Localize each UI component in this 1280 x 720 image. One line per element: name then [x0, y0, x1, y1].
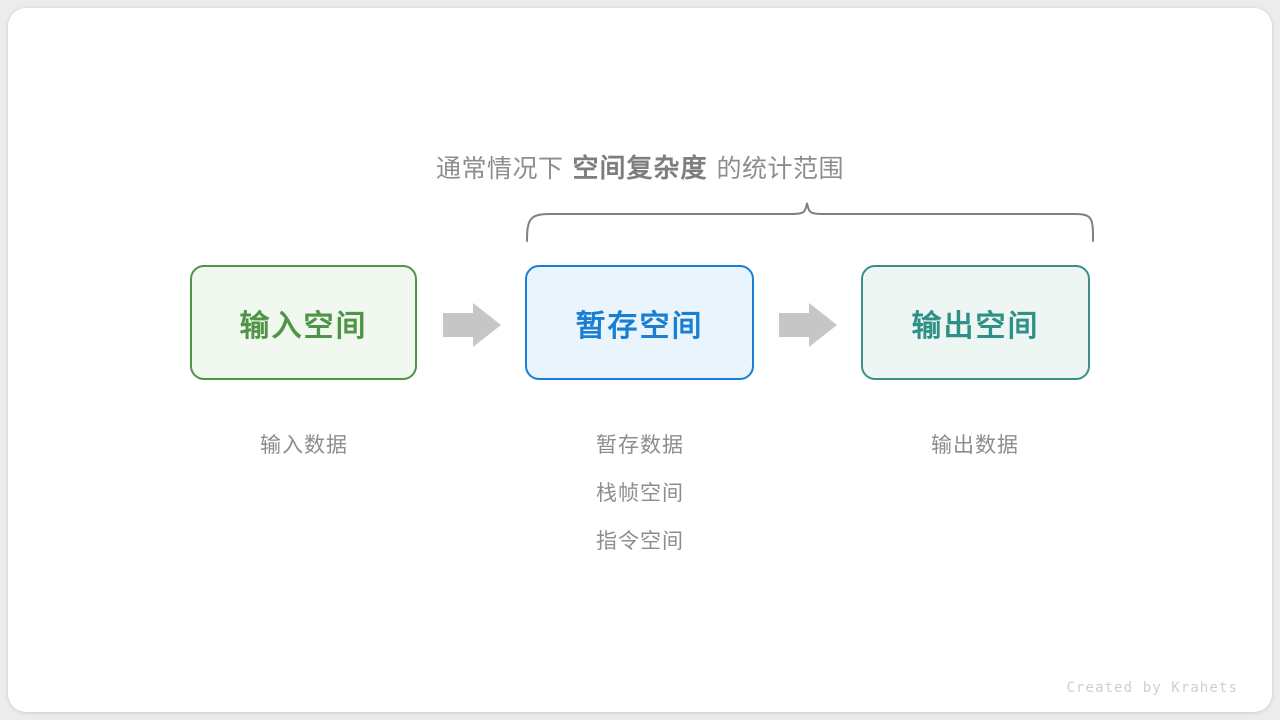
caption-line: 输出数据 — [931, 434, 1019, 457]
caption-line: 暂存数据 — [596, 434, 684, 457]
box-temp-space-label: 暂存空间 — [575, 309, 704, 343]
caption-line: 栈帧空间 — [596, 482, 684, 505]
captions-output-space: 输出数据 — [845, 422, 1105, 470]
caption-line: 指令空间 — [596, 530, 684, 553]
box-input-space[interactable]: 输入空间 — [190, 265, 417, 380]
scope-title-suffix: 的统计范围 — [716, 155, 845, 183]
arrow-right-icon-2 — [779, 303, 837, 347]
footer-credit: Created by Krahets — [1066, 680, 1238, 696]
captions-input-space: 输入数据 — [174, 422, 434, 470]
box-output-space-label: 输出空间 — [911, 309, 1040, 343]
arrow-right-icon-1 — [443, 303, 501, 347]
captions-temp-space: 暂存数据 栈帧空间 指令空间 — [510, 422, 770, 566]
box-temp-space[interactable]: 暂存空间 — [525, 265, 754, 380]
caption-line: 输入数据 — [260, 434, 348, 457]
scope-brace-icon — [526, 202, 1094, 242]
box-input-space-label: 输入空间 — [239, 309, 368, 343]
scope-title-prefix: 通常情况下 — [435, 155, 564, 183]
scope-title: 通常情况下空间复杂度的统计范围 — [0, 148, 1280, 185]
scope-title-emphasis: 空间复杂度 — [572, 153, 708, 183]
box-output-space[interactable]: 输出空间 — [861, 265, 1090, 380]
